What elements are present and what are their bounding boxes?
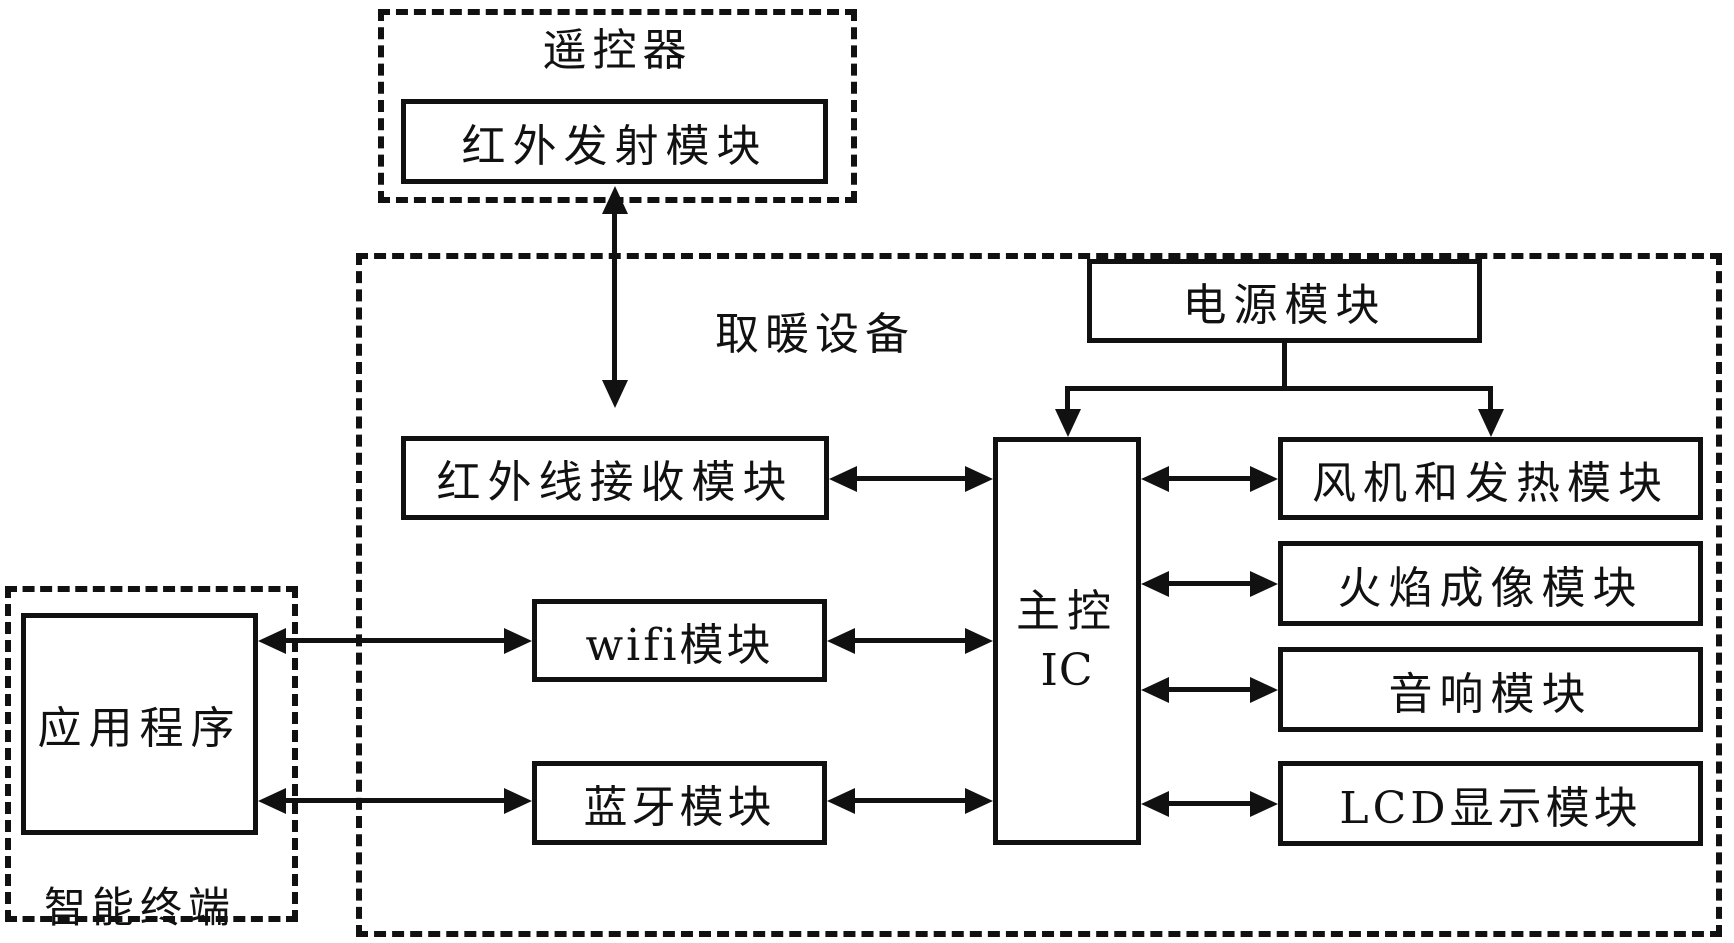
power-connector-stem <box>1282 343 1287 391</box>
flame-imaging-module-label: 火焰成像模块 <box>1337 562 1644 614</box>
bluetooth-module-label: 蓝牙模块 <box>583 782 776 833</box>
fan-heat-module-label: 风机和发热模块 <box>1312 457 1669 509</box>
main-ic-box: 主控 IC <box>993 437 1141 845</box>
ir-transmit-module-box: 红外发射模块 <box>401 99 828 184</box>
power-arrow-to-fan <box>1488 386 1493 409</box>
lcd-display-module-box: LCD显示模块 <box>1278 761 1703 846</box>
fan-heat-module-box: 风机和发热模块 <box>1278 437 1703 520</box>
arrow-bluetooth-ic <box>855 798 965 803</box>
ir-receive-module-box: 红外线接收模块 <box>401 436 829 520</box>
main-ic-label-line2: IC <box>1040 645 1094 696</box>
arrow-wifi-ic <box>855 638 965 643</box>
ir-receive-module-label: 红外线接收模块 <box>436 457 794 508</box>
arrow-app-bluetooth <box>286 798 504 803</box>
arrow-ic-fan <box>1169 476 1250 481</box>
heater-group-box <box>356 253 1722 937</box>
arrow-app-wifi <box>286 638 504 643</box>
app-box: 应用程序 <box>21 613 258 835</box>
power-arrow-to-ic <box>1065 386 1070 409</box>
arrow-ic-flame <box>1169 581 1250 586</box>
power-module-box: 电源模块 <box>1087 259 1482 343</box>
remote-title: 遥控器 <box>542 25 693 76</box>
ir-transmit-module-label: 红外发射模块 <box>461 120 768 172</box>
arrow-receiver-ic <box>857 476 965 481</box>
flame-imaging-module-box: 火焰成像模块 <box>1278 541 1703 626</box>
audio-module-label: 音响模块 <box>1388 668 1593 720</box>
main-ic-label: 主控 IC <box>1016 582 1118 701</box>
terminal-title: 智能终端 <box>43 883 236 932</box>
bluetooth-module-box: 蓝牙模块 <box>532 761 827 845</box>
lcd-display-module-label: LCD显示模块 <box>1339 782 1642 834</box>
wifi-module-box: wifi模块 <box>532 599 827 682</box>
audio-module-box: 音响模块 <box>1278 647 1703 732</box>
main-ic-label-line1: 主控 <box>1016 585 1118 637</box>
arrow-ic-lcd <box>1169 801 1250 806</box>
power-module-label: 电源模块 <box>1182 280 1387 331</box>
power-connector-bus <box>1065 386 1493 391</box>
wifi-module-label: wifi模块 <box>585 619 774 671</box>
heater-title: 取暖设备 <box>715 309 915 360</box>
app-label: 应用程序 <box>37 703 242 754</box>
arrow-remote-receiver <box>612 214 617 380</box>
arrow-ic-audio <box>1169 687 1250 692</box>
terminal-group-box <box>5 586 298 922</box>
